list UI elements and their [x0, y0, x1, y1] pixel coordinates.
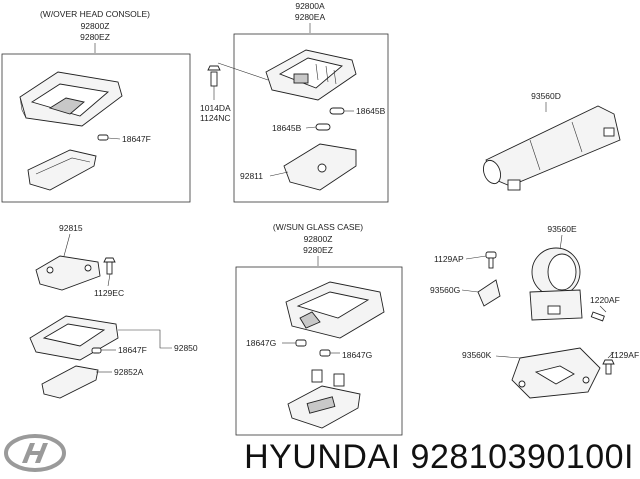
sunroof-housing-93560D [482, 105, 621, 191]
bolt-1014DA [207, 65, 221, 87]
bulb-18647G-right [319, 349, 331, 357]
overhead-console-housing [19, 71, 123, 127]
label-92811: 92811 [240, 171, 263, 181]
label-92850: 92850 [174, 343, 198, 353]
label-18647G-right: 18647G [342, 350, 372, 360]
label-1124NC: 1124NC [200, 113, 231, 123]
bracket-92815 [35, 255, 101, 291]
label-18645B-right: 18645B [356, 106, 386, 116]
label-18647F-top: 18647F [122, 134, 151, 144]
screw-1220AF [590, 311, 605, 322]
mounting-plate-93560K [511, 347, 601, 399]
group-title-sun-glass-case: (W/SUN GLASS CASE) [273, 222, 363, 232]
group-box-sun-glass-case [235, 266, 403, 436]
part-number-9280EZ-bottom: 9280EZ [303, 245, 333, 255]
label-93560G: 93560G [430, 285, 460, 295]
sunroof-motor-93560E [529, 247, 583, 321]
label-92815: 92815 [59, 223, 83, 233]
overhead-console-lamp-lens [27, 149, 97, 191]
label-93560K: 93560K [462, 350, 492, 360]
lamp-lens-92811 [283, 143, 357, 191]
label-93560D: 93560D [531, 91, 561, 101]
label-93560E: 93560E [547, 224, 577, 234]
label-18647G-left: 18647G [246, 338, 276, 348]
bulb-18647F-bottom [91, 347, 102, 354]
label-1129AP: 1129AP [434, 254, 464, 264]
sun-glass-case-lens [287, 385, 361, 429]
lamp-housing-92850 [29, 315, 119, 361]
group-box-overhead-console [1, 53, 191, 203]
group-box-top-center [233, 33, 389, 203]
part-number-92800Z-bottom: 92800Z [304, 234, 333, 244]
footer-part-number: HYUNDAI 92810390100I [244, 438, 634, 476]
part-number-9280EA: 9280EA [295, 12, 326, 22]
map-lamp-housing [265, 49, 357, 101]
label-1129AF: 1129AF [610, 350, 639, 360]
hyundai-logo-icon [4, 434, 66, 472]
bulb-18645B-left [315, 123, 331, 131]
group-title-overhead-console: (W/OVER HEAD CONSOLE) [40, 9, 150, 19]
screw-1129AF [602, 359, 615, 375]
sun-glass-case-clips [311, 369, 345, 387]
label-92852A: 92852A [114, 367, 144, 377]
part-number-92800A: 92800A [295, 1, 325, 11]
label-1129EC: 1129EC [94, 288, 124, 298]
bulb-18647F-top [97, 134, 109, 141]
label-18647F-bottom: 18647F [118, 345, 147, 355]
label-1220AF: 1220AF [590, 295, 620, 305]
bulb-18645B-right [329, 107, 345, 115]
lamp-lens-92852A [41, 365, 99, 399]
screw-1129EC [103, 257, 116, 275]
label-1014DA: 1014DA [200, 103, 231, 113]
bolt-1129AP [485, 251, 497, 269]
part-number-92800Z-top: 92800Z [81, 21, 110, 31]
bracket-93560G [477, 279, 501, 307]
bulb-18647G-left [295, 339, 307, 347]
part-number-9280EZ-top: 9280EZ [80, 32, 110, 42]
label-18645B-left: 18645B [272, 123, 302, 133]
sun-glass-case-housing [285, 281, 385, 339]
